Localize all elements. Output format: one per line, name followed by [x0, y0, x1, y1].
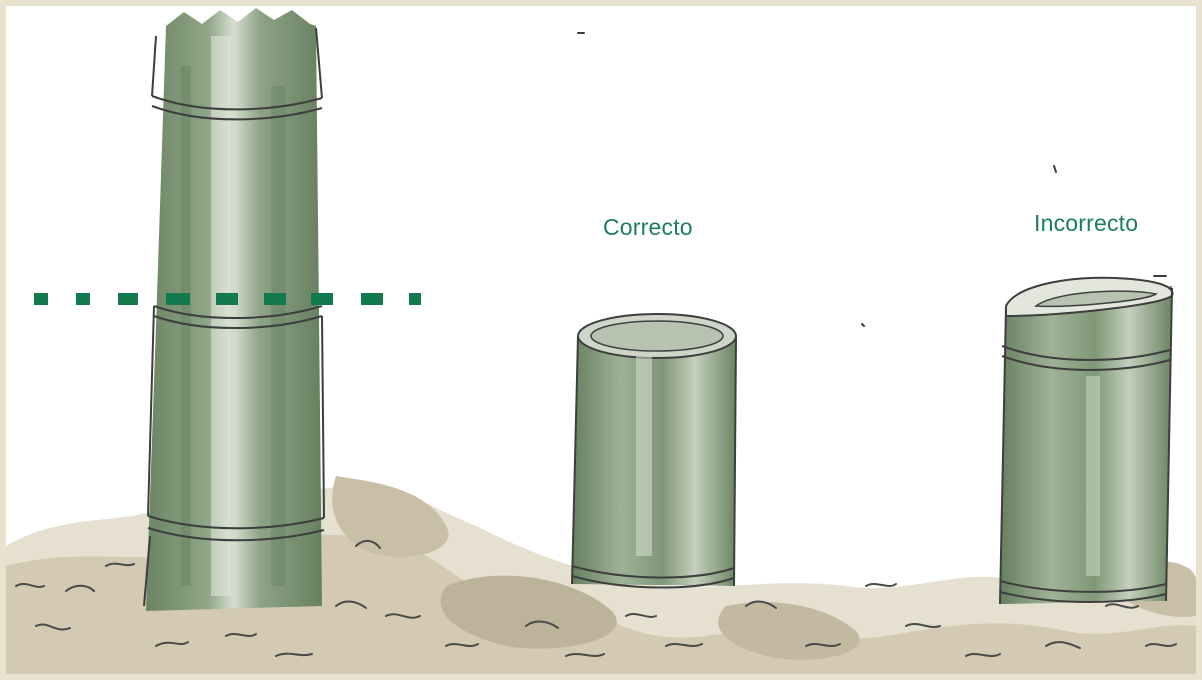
illustration-frame: Correcto Incorrecto	[6, 6, 1196, 674]
bamboo-cutting-illustration	[6, 6, 1196, 674]
incorrect-stump	[1000, 278, 1173, 604]
correct-stump	[572, 314, 736, 588]
cut-line	[34, 293, 421, 305]
tall-bamboo-stalk	[144, 8, 324, 611]
label-correct: Correcto	[603, 214, 693, 241]
label-incorrect: Incorrecto	[1034, 210, 1138, 237]
